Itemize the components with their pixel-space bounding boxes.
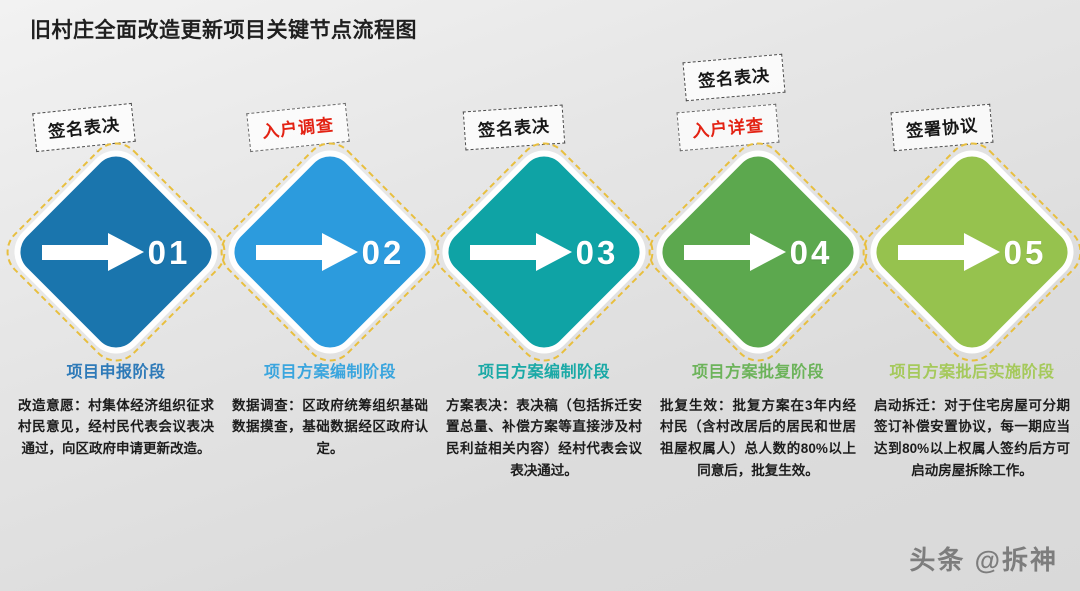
step-05-diamond[interactable]: 05 <box>851 131 1080 373</box>
step-05-text: 项目方案批后实施阶段 启动拆迁：对于住宅房屋可分期签订补偿安置协议，每一期应当达… <box>864 362 1080 482</box>
step-01-diamond[interactable]: 01 <box>0 131 237 373</box>
step-03-number: 03 <box>575 233 619 271</box>
step-04-number: 04 <box>789 233 833 271</box>
step-04-diamond[interactable]: 04 <box>637 131 879 373</box>
step-04-heading: 项目方案批复阶段 <box>691 364 824 381</box>
arrow-right-icon <box>41 233 146 271</box>
flow-step-02[interactable]: 入户调查 02 项目方案编制阶段 数据调查：区政府统筹组织基础数据摸查，基础数据… <box>209 50 451 591</box>
step-05-body: 启动拆迁：对于住宅房屋可分期签订补偿安置协议，每一期应当达到80%以上权属人签约… <box>874 397 1070 479</box>
step-02-glyphs: 02 <box>230 152 430 352</box>
step-03-diamond[interactable]: 03 <box>423 131 665 373</box>
step-05-number: 05 <box>1003 233 1047 271</box>
arrow-right-icon <box>897 233 1002 271</box>
arrow-right-icon <box>469 233 574 271</box>
step-01-body: 改造意愿：村集体经济组织征求村民意见，经村民代表会议表决通过，向区政府申请更新改… <box>18 397 214 457</box>
step-03-glyphs: 03 <box>444 152 644 352</box>
step-05-heading: 项目方案批后实施阶段 <box>889 364 1055 381</box>
arrow-right-icon <box>255 233 360 271</box>
flow-step-03[interactable]: 签名表决 03 项目方案编制阶段 方案表决：表决稿（包括拆迁安置总量、补偿方案等… <box>423 50 665 591</box>
arrow-right-icon <box>683 233 788 271</box>
flow-step-04[interactable]: 签名表决 入户详查 04 项目方案批复阶段 批复生效：批复方案在3年内经村民（含… <box>637 50 879 591</box>
step-04-glyphs: 04 <box>658 152 858 352</box>
flow-diagram: 签名表决 01 项目申报阶段 改造意愿：村集体经济组织征求村民意见，经村民代表会… <box>0 50 1080 591</box>
step-03-body: 方案表决：表决稿（包括拆迁安置总量、补偿方案等直接涉及村民利益相关内容）经村代表… <box>446 397 642 479</box>
step-01-heading: 项目申报阶段 <box>66 364 166 381</box>
step-04-tag-1[interactable]: 签名表决 <box>682 53 786 102</box>
step-01-number: 01 <box>147 233 191 271</box>
step-05-glyphs: 05 <box>872 152 1072 352</box>
step-02-text: 项目方案编制阶段 数据调查：区政府统筹组织基础数据摸查，基础数据经区政府认定。 <box>222 362 438 460</box>
watermark: 头条 @拆神 <box>909 545 1058 575</box>
step-04-text: 项目方案批复阶段 批复生效：批复方案在3年内经村民（含村改居后的居民和世居祖屋权… <box>650 362 866 482</box>
step-02-diamond[interactable]: 02 <box>209 131 451 373</box>
step-03-heading: 项目方案编制阶段 <box>477 364 610 381</box>
step-03-text: 项目方案编制阶段 方案表决：表决稿（包括拆迁安置总量、补偿方案等直接涉及村民利益… <box>436 362 652 482</box>
step-02-body: 数据调查：区政府统筹组织基础数据摸查，基础数据经区政府认定。 <box>232 397 428 457</box>
step-04-body: 批复生效：批复方案在3年内经村民（含村改居后的居民和世居祖屋权属人）总人数的80… <box>660 397 856 479</box>
flow-step-05[interactable]: 签署协议 05 项目方案批后实施阶段 启动拆迁：对于住宅房屋可分期签订补偿安置协… <box>851 50 1080 591</box>
step-01-glyphs: 01 <box>16 152 216 352</box>
step-02-number: 02 <box>361 233 405 271</box>
step-01-text: 项目申报阶段 改造意愿：村集体经济组织征求村民意见，经村民代表会议表决通过，向区… <box>8 362 224 460</box>
flow-step-01[interactable]: 签名表决 01 项目申报阶段 改造意愿：村集体经济组织征求村民意见，经村民代表会… <box>0 50 237 591</box>
page-title: 旧村庄全面改造更新项目关键节点流程图 <box>30 19 417 42</box>
step-02-heading: 项目方案编制阶段 <box>263 364 396 381</box>
